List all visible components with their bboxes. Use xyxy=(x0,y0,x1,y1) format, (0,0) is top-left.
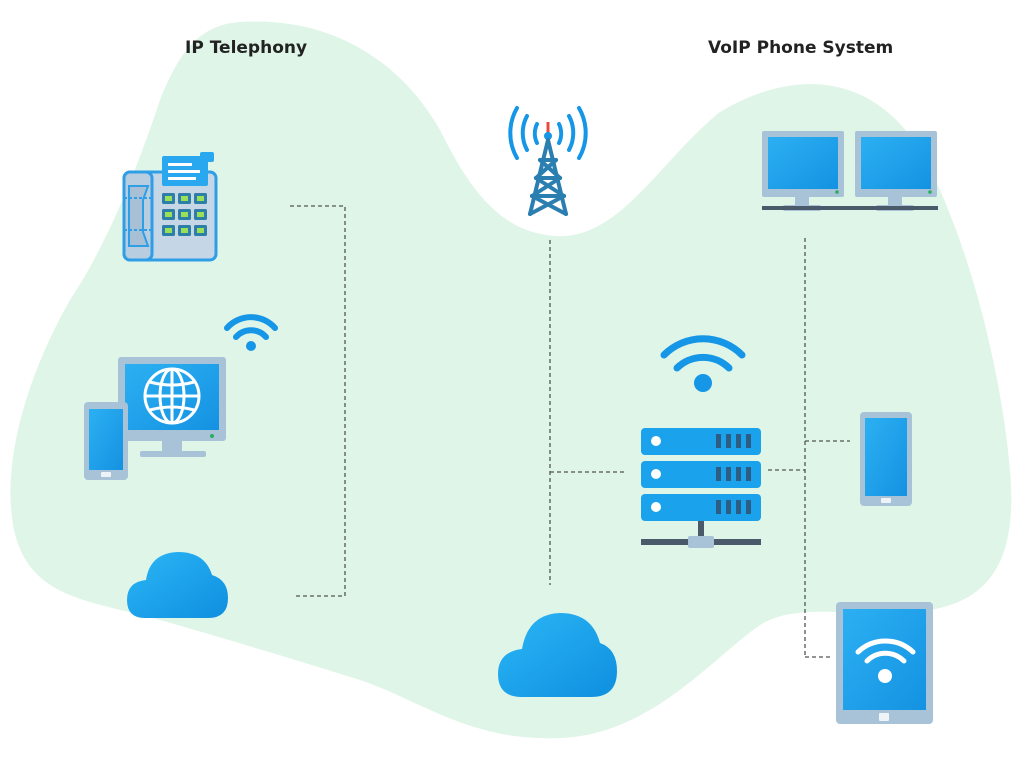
wifi-icon xyxy=(660,335,746,392)
wifi-icon xyxy=(855,638,916,683)
left-bracket-line xyxy=(290,205,346,597)
smartphone-icon xyxy=(860,412,912,506)
desk-phone-icon xyxy=(122,152,218,262)
cloud-icon xyxy=(127,552,228,618)
networked-computers-icon xyxy=(762,131,938,211)
connection-lines xyxy=(290,205,850,658)
radio-tower-icon xyxy=(508,106,588,216)
ip-telephony-label: IP Telephony xyxy=(185,38,308,58)
tablet-icon xyxy=(836,602,933,724)
voip-phone-system-label: VoIP Phone System xyxy=(708,38,894,58)
monitor-globe-icon xyxy=(118,357,226,457)
smartphone-icon xyxy=(84,402,128,480)
cloud-icon xyxy=(498,613,617,697)
background-blob xyxy=(10,21,1012,739)
server-rack-icon xyxy=(641,428,761,548)
wifi-icon xyxy=(224,314,278,351)
